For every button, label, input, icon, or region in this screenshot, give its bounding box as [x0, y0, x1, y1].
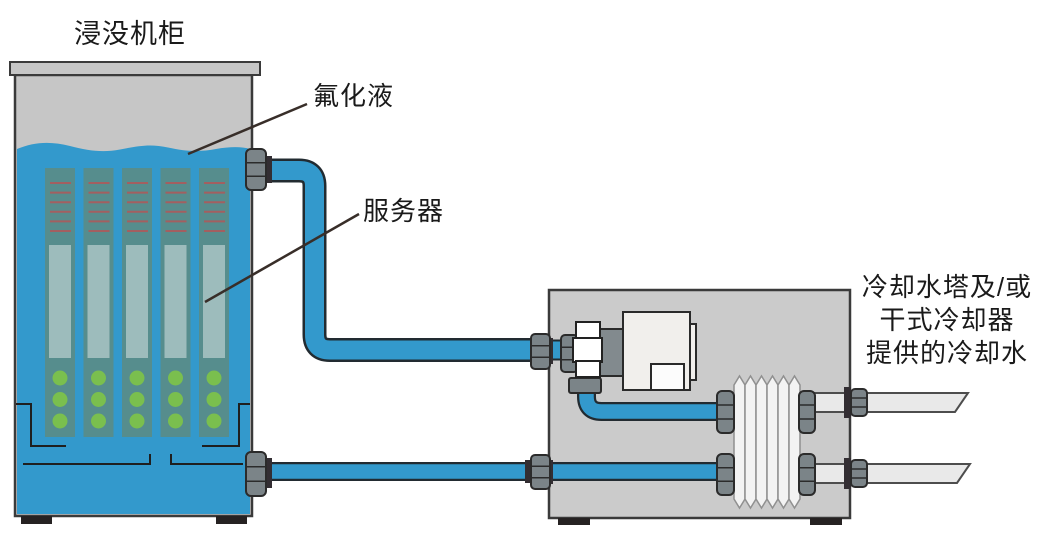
cdu-foot [558, 518, 590, 525]
cdu-wall-fitting-water-lower [844, 458, 868, 489]
leader-line-coolant [187, 102, 308, 156]
exchanger-fitting-upper-right [798, 390, 816, 434]
server-blade [159, 167, 192, 438]
cdu-foot [810, 518, 842, 525]
tank-outlet-fitting [245, 148, 272, 191]
leader-line-server [204, 212, 360, 304]
label-cooling-water-line2: 干式冷却器 [879, 305, 1015, 335]
label-server: 服务器 [363, 196, 445, 226]
label-fluorinated-liquid: 氟化液 [313, 81, 395, 111]
cdu-wall-fitting-water-upper [844, 387, 868, 418]
heat-exchanger [733, 374, 801, 510]
cdu-wall-fitting-return [525, 454, 553, 490]
pump-junction-box [650, 363, 685, 391]
server-blade [82, 167, 115, 438]
exchanger-fitting-lower-left [716, 453, 735, 496]
coolant-supply-pipe [270, 158, 552, 362]
label-cooling-water-line1: 冷却水塔及/或 [861, 272, 1033, 302]
pump-outlet-collar [568, 377, 602, 394]
pump-to-exchanger-pipe [577, 384, 726, 421]
cdu-unit [525, 288, 972, 525]
cooling-water-pipe-upper [809, 392, 970, 413]
exchanger-fitting-upper-left [716, 390, 735, 434]
pump [560, 311, 697, 394]
pump-head [572, 321, 603, 378]
server-rack [44, 167, 230, 438]
tank-foot [21, 516, 52, 524]
cdu-wall-fitting-inlet [530, 333, 553, 370]
pump-shaft [599, 328, 624, 377]
immersion-tank [9, 61, 261, 524]
pump-motor-tab [689, 323, 697, 381]
server-blade [121, 167, 153, 438]
tank-lid [9, 61, 261, 76]
label-immersion-cabinet: 浸没机柜 [74, 19, 186, 49]
cooling-water-pipe-lower [809, 463, 972, 484]
server-blade [198, 167, 230, 438]
tank-return-fitting [245, 451, 272, 497]
server-blade [44, 167, 76, 438]
tank-foot [216, 516, 247, 524]
tank-seam-lines [16, 403, 250, 465]
label-cooling-water-source: 冷却水塔及/或 干式冷却器 提供的冷却水 [849, 271, 1040, 370]
label-cooling-water-line3: 提供的冷却水 [865, 338, 1028, 368]
exchanger-fitting-lower-right [798, 453, 816, 496]
